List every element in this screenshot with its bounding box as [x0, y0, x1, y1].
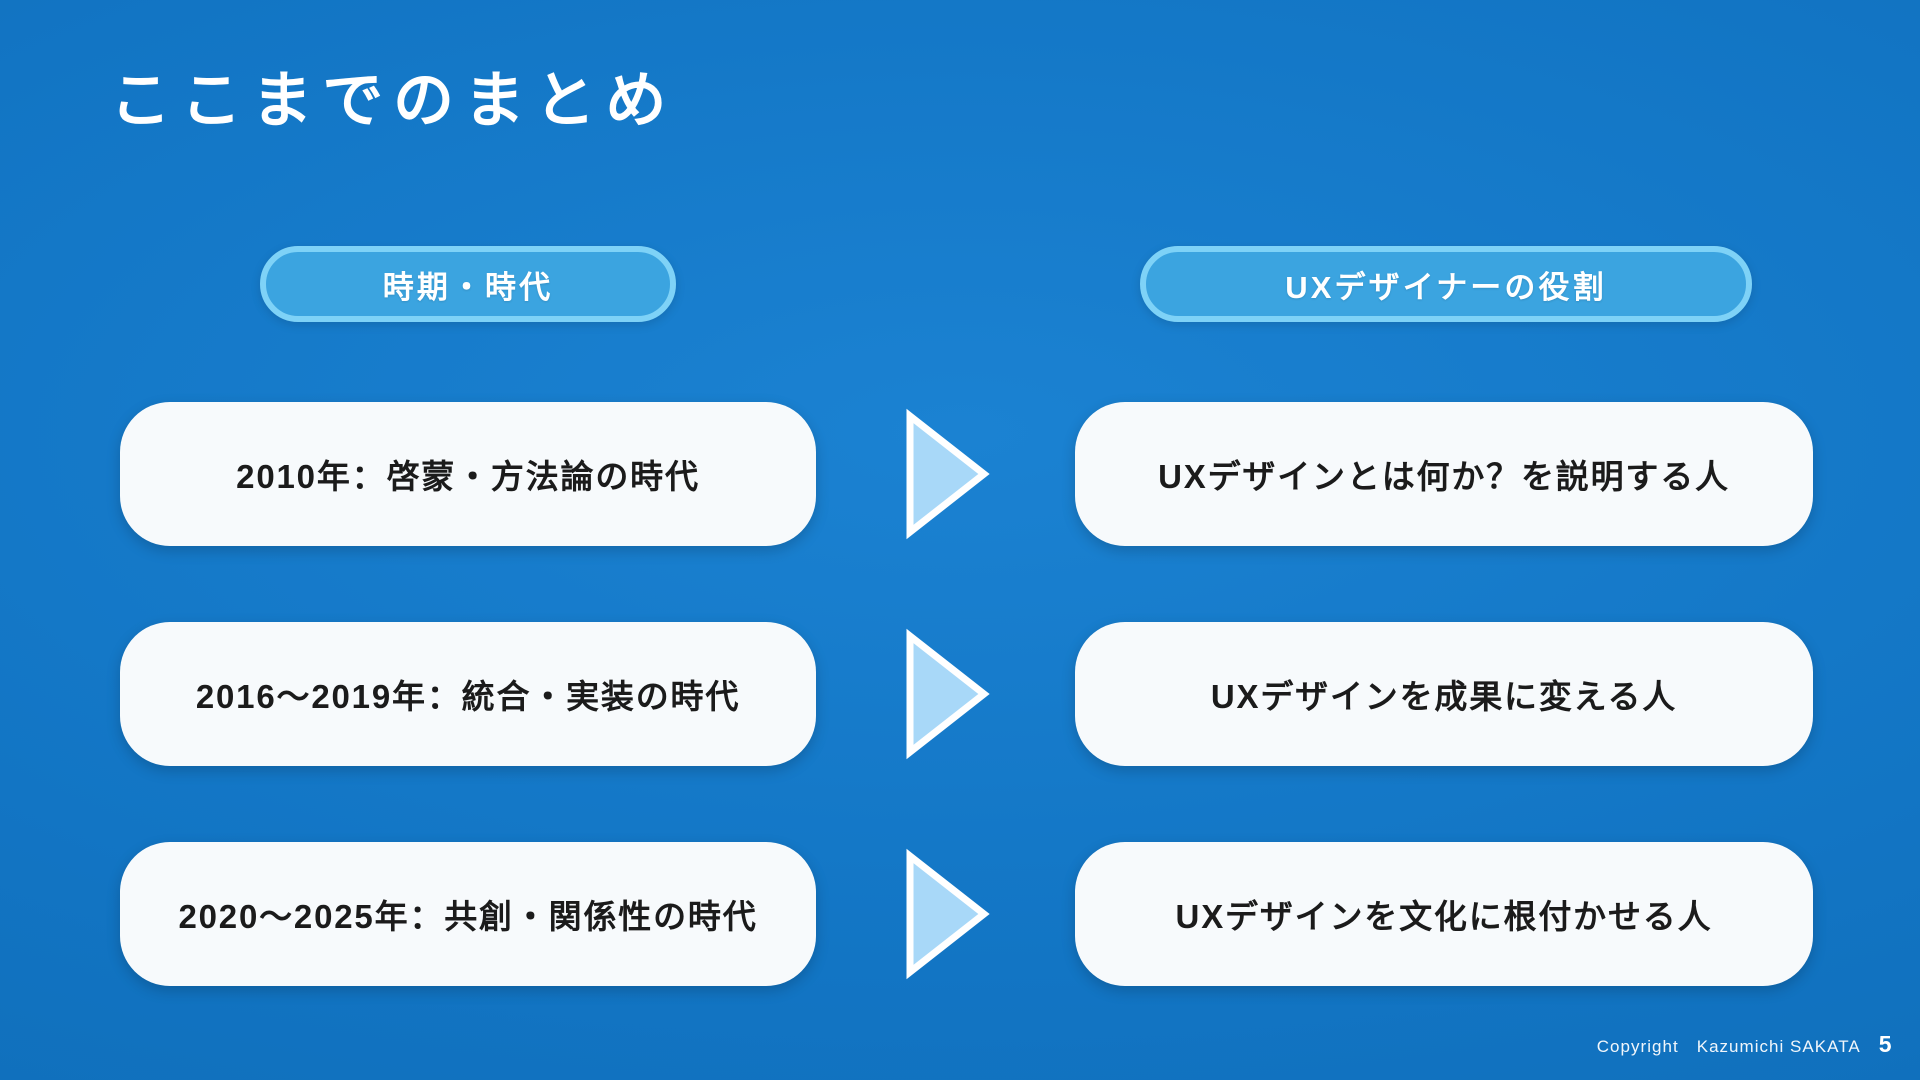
column-header-role: UXデザイナーの役割: [1140, 246, 1752, 322]
triangle-right-icon: [900, 408, 992, 540]
column-header-period-label: 時期・時代: [382, 269, 554, 305]
table-row: 2010年：啓蒙・方法論の時代 UXデザインとは何か？を説明する人: [0, 402, 1920, 546]
page-title: ここまでのまとめ: [110, 66, 677, 134]
table-row: 2016〜2019年：統合・実装の時代 UXデザインを成果に変える人: [0, 622, 1920, 766]
copyright-text: Copyright Kazumichi SAKATA: [1596, 1037, 1861, 1056]
role-card-label: UXデザインとは何か？を説明する人: [1158, 458, 1730, 495]
role-card: UXデザインを成果に変える人: [1075, 622, 1813, 766]
page-number: 5: [1878, 1031, 1892, 1057]
period-card-label: 2020〜2025年：共創・関係性の時代: [178, 898, 758, 935]
triangle-right-icon: [900, 628, 992, 760]
role-card-label: UXデザインを文化に根付かせる人: [1175, 898, 1713, 935]
period-card: 2020〜2025年：共創・関係性の時代: [120, 842, 816, 986]
role-card-label: UXデザインを成果に変える人: [1210, 678, 1678, 715]
column-header-role-label: UXデザイナーの役割: [1285, 269, 1607, 305]
period-card: 2016〜2019年：統合・実装の時代: [120, 622, 816, 766]
role-card: UXデザインを文化に根付かせる人: [1075, 842, 1813, 986]
slide-footer: Copyright Kazumichi SAKATA 5: [1597, 1031, 1892, 1058]
period-card: 2010年：啓蒙・方法論の時代: [120, 402, 816, 546]
column-header-period: 時期・時代: [260, 246, 676, 322]
table-row: 2020〜2025年：共創・関係性の時代 UXデザインを文化に根付かせる人: [0, 842, 1920, 986]
period-card-label: 2010年：啓蒙・方法論の時代: [236, 458, 700, 495]
period-card-label: 2016〜2019年：統合・実装の時代: [195, 678, 741, 715]
role-card: UXデザインとは何か？を説明する人: [1075, 402, 1813, 546]
triangle-right-icon: [900, 848, 992, 980]
